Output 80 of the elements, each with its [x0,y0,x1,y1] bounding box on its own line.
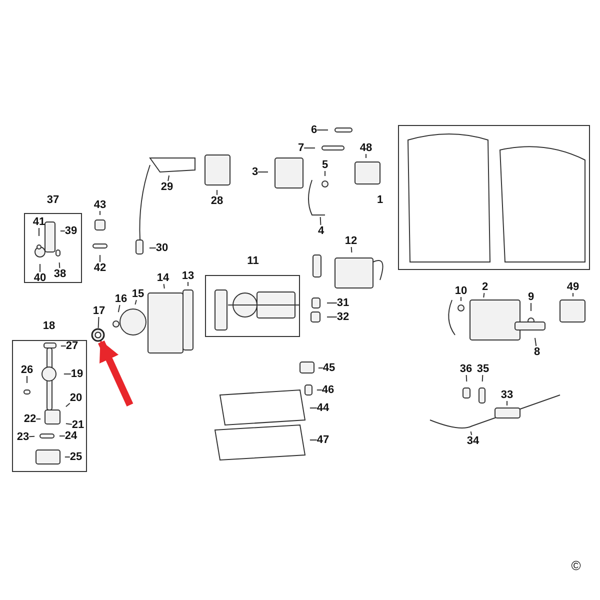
callout-number: 14 [156,272,170,284]
leader-line [470,431,472,436]
callout-number: 12 [344,235,358,247]
callout-number: 2 [482,281,488,293]
callout-number: 46 [322,384,334,396]
leader-line [134,300,137,305]
callout-number: 27 [66,340,78,352]
callout-number: 49 [566,281,580,293]
callout-number: 40 [34,272,46,284]
leader-line [326,302,338,304]
callout-number: 9 [528,291,534,303]
callout-number: 34 [466,435,480,447]
callout-number: 35 [476,363,490,375]
leader-line [534,337,537,346]
callout-number: 11 [247,255,259,267]
callout-number: 15 [132,288,144,300]
callout-number: 39 [64,225,78,237]
leader-line [483,292,485,298]
callout-number: 43 [94,199,106,211]
callout-number: 20 [70,392,82,404]
callout-number: 45 [322,362,336,374]
callout-number: 25 [70,451,82,463]
callout-number: 4 [318,225,324,237]
callout-number: 10 [454,285,468,297]
callout-number: 26 [20,364,34,376]
highlight-arrow [98,340,134,406]
leader-line [64,456,70,458]
leader-line [482,374,484,382]
leader-line [38,228,40,236]
callout-number: 37 [46,194,60,206]
callout-number: 17 [92,305,106,317]
callout-number: 1 [376,194,384,206]
callout-number: 31 [336,297,350,309]
copyright-mark: © [571,560,581,572]
leader-line [506,400,508,406]
leader-line [460,296,462,302]
leader-line [324,170,326,176]
leader-line [60,230,66,232]
callout-number: 13 [182,270,194,282]
callout-number: 19 [70,368,84,380]
callout-number: 6 [310,124,318,136]
leader-line [168,175,170,182]
callout-number: 28 [210,195,224,207]
callout-number: 23 [16,431,30,443]
callout-number: 16 [114,293,128,305]
leader-line [118,304,120,313]
leader-line [26,376,28,384]
callout-number: 44 [316,402,330,414]
leader-line [530,302,532,312]
leader-line [466,374,468,382]
leader-line [98,316,100,328]
leader-line [65,423,72,425]
leader-line [58,262,60,268]
callout-number: 24 [64,430,78,442]
callout-number: 5 [322,159,328,171]
callout-number: 3 [252,166,258,178]
callout-number: 33 [500,389,514,401]
leader-line [350,246,352,253]
leader-line [216,190,218,196]
callout-number: 47 [316,434,330,446]
callout-number: 29 [160,181,174,193]
leader-line [36,418,42,420]
callout-number: 30 [156,242,168,254]
callout-number: 36 [460,363,472,375]
leader-line [65,402,70,408]
leader-line [163,284,165,289]
callout-number: 8 [534,346,540,358]
callout-number: 7 [298,142,304,154]
callout-number: 22 [24,413,36,425]
leader-line [28,436,36,438]
leader-line [572,292,574,297]
callout-number: 21 [72,419,84,431]
leader-line [320,216,322,226]
callout-number: 41 [32,216,46,228]
callout-number: 32 [336,311,350,323]
callout-number: 38 [54,268,66,280]
callout-number: 18 [42,320,56,332]
callout-number: 42 [94,262,106,274]
leader-line [326,316,338,318]
callout-number: 48 [360,142,372,154]
